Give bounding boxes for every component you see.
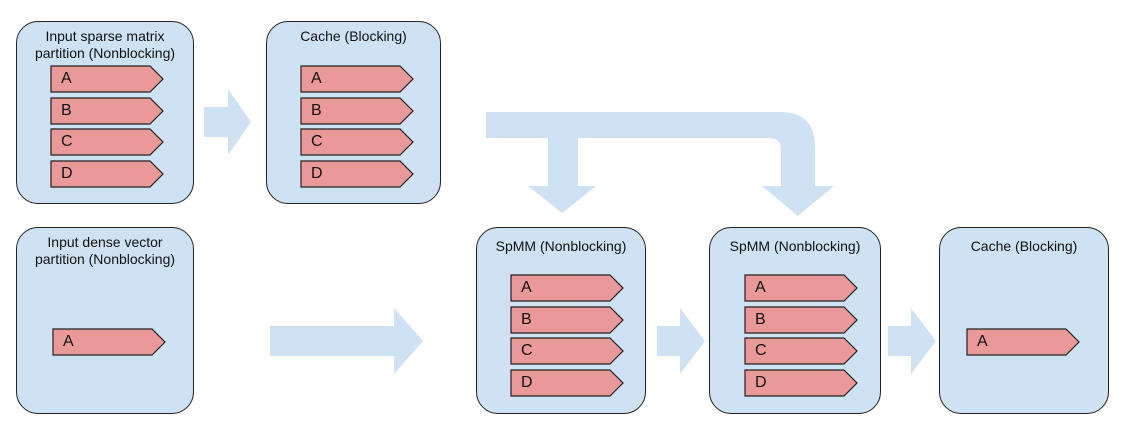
tag-label: C xyxy=(521,342,533,359)
tag-shape xyxy=(300,65,414,93)
tag-label: A xyxy=(63,333,74,350)
cache-blocking-box-2: Cache (Blocking) A xyxy=(939,227,1109,414)
tag-label: B xyxy=(521,310,532,328)
arrow-spmm-to-cache xyxy=(888,308,936,374)
tag-label: B xyxy=(61,101,72,119)
sparse-matrix-partition-box: Input sparse matrix partition (Nonblocki… xyxy=(16,21,194,204)
tag-shape xyxy=(510,368,624,397)
tag-label: A xyxy=(755,279,766,296)
tag-label: C xyxy=(61,133,73,150)
tag-label: A xyxy=(977,333,988,350)
tag-shape xyxy=(744,305,858,334)
box-title: SpMM (Nonblocking) xyxy=(729,238,861,254)
partition-tag: B xyxy=(50,96,164,125)
tag-shape xyxy=(50,128,164,156)
partition-tag: A xyxy=(966,328,1080,356)
tag-shape xyxy=(966,328,1080,356)
arrow-cache-to-spmm-branch xyxy=(486,112,834,216)
arrow-dense-to-spmm xyxy=(270,308,423,374)
tag-label: A xyxy=(61,70,72,87)
box-title: Cache (Blocking) xyxy=(970,238,1078,254)
tag-shape xyxy=(744,337,858,365)
tag-shape xyxy=(50,65,164,93)
partition-tag: D xyxy=(50,159,164,188)
tag-shape xyxy=(50,159,164,188)
partition-tag: C xyxy=(510,337,624,365)
partition-tag: B xyxy=(300,96,414,125)
tag-shape xyxy=(510,274,624,302)
partition-tag: D xyxy=(510,368,624,397)
tag-label: A xyxy=(311,70,322,87)
box-title: Input dense vector partition (Nonblockin… xyxy=(34,234,176,267)
arrow-sparse-to-cache xyxy=(204,89,251,155)
tag-label: A xyxy=(521,279,532,296)
tag-label: D xyxy=(61,164,73,182)
tag-shape xyxy=(52,328,166,356)
partition-tag: D xyxy=(744,368,858,397)
tag-label: B xyxy=(755,310,766,328)
box-title: SpMM (Nonblocking) xyxy=(495,238,627,254)
partition-tag: A xyxy=(52,328,166,356)
tag-shape xyxy=(50,96,164,125)
tag-shape xyxy=(300,159,414,188)
tag-shape xyxy=(744,274,858,302)
tag-shape xyxy=(300,128,414,156)
box-title: Cache (Blocking) xyxy=(300,28,407,44)
dense-vector-partition-box: Input dense vector partition (Nonblockin… xyxy=(16,227,194,414)
tag-shape xyxy=(510,337,624,365)
partition-tag: B xyxy=(510,305,624,334)
partition-tag: A xyxy=(744,274,858,302)
partition-tag: A xyxy=(50,65,164,93)
tag-label: C xyxy=(755,342,767,359)
tag-shape xyxy=(510,305,624,334)
tag-label: D xyxy=(311,164,323,182)
tag-shape xyxy=(300,96,414,125)
tag-shape xyxy=(744,368,858,397)
partition-tag: B xyxy=(744,305,858,334)
partition-tag: A xyxy=(510,274,624,302)
tag-label: C xyxy=(311,133,323,150)
tag-label: D xyxy=(521,373,533,391)
tag-label: D xyxy=(755,373,767,391)
partition-tag: D xyxy=(300,159,414,188)
partition-tag: C xyxy=(50,128,164,156)
tag-label: B xyxy=(311,101,322,119)
partition-tag: C xyxy=(744,337,858,365)
partition-tag: A xyxy=(300,65,414,93)
partition-tag: C xyxy=(300,128,414,156)
box-title: Input sparse matrix partition (Nonblocki… xyxy=(34,28,176,61)
arrow-spmm-to-spmm xyxy=(657,308,705,374)
